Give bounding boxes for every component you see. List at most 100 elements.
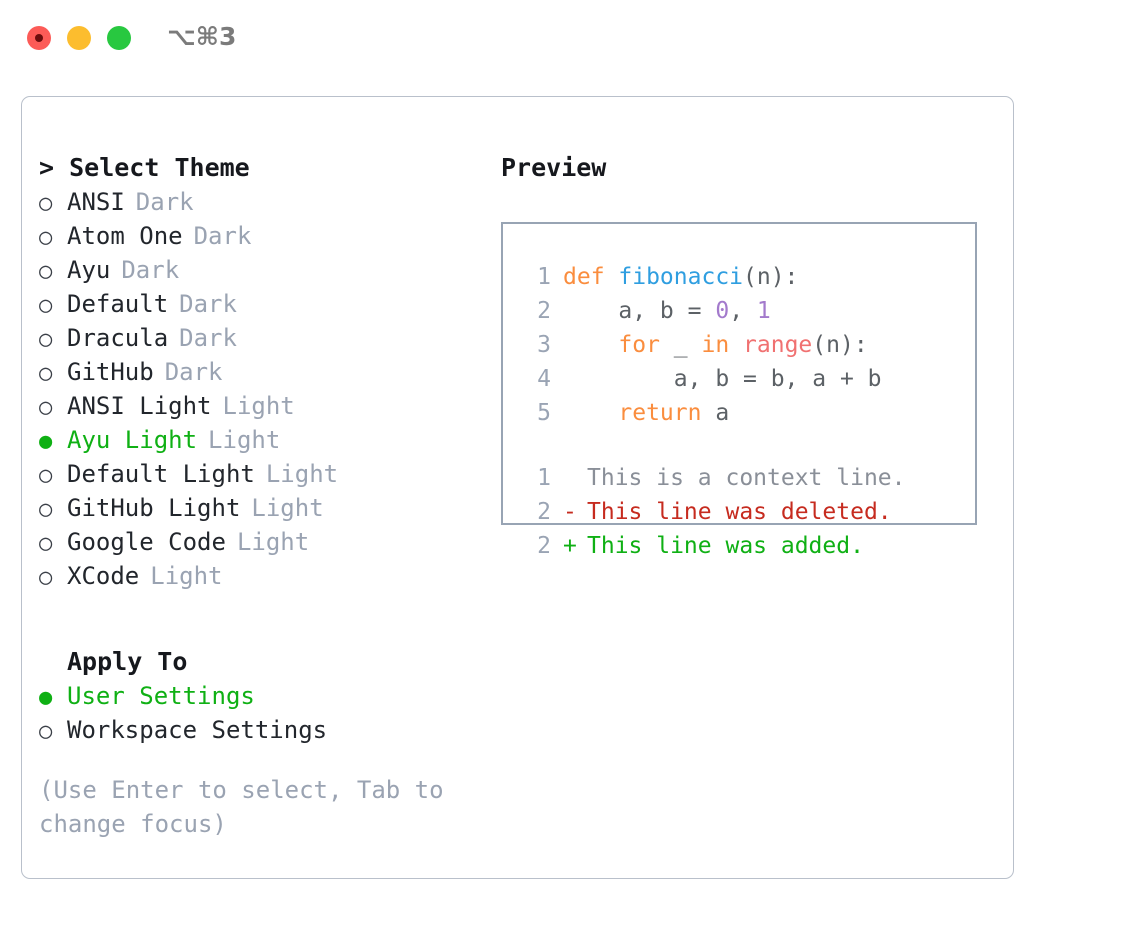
- theme-option-label: Dracula: [67, 324, 169, 352]
- theme-option-google-code[interactable]: ○ Google Code Light: [39, 525, 479, 559]
- theme-variant-tag: Light: [222, 392, 295, 420]
- theme-option-label: Default Light: [67, 460, 255, 488]
- diff-line-text: This is a context line.: [587, 465, 906, 491]
- line-number: 1: [537, 264, 551, 290]
- close-button-icon[interactable]: [27, 26, 51, 50]
- line-number: 2: [537, 499, 551, 525]
- radio-unselected-icon: ○: [39, 531, 53, 556]
- code-token-fn: fibonacci: [618, 264, 744, 290]
- radio-unselected-icon: ○: [39, 719, 53, 744]
- theme-option-default-light[interactable]: ○ Default Light Light: [39, 457, 479, 491]
- code-token-plain: a, b = b, a + b: [563, 366, 882, 392]
- line-number: 5: [537, 400, 551, 426]
- apply-option-label: Workspace Settings: [67, 716, 328, 744]
- section-spacer: [39, 593, 479, 645]
- apply-option-user-settings[interactable]: ●User Settings: [39, 679, 479, 713]
- title-bar: ⌥⌘3: [0, 0, 1140, 78]
- code-token-kw: in: [701, 332, 730, 358]
- select-theme-header: > Select Theme: [39, 153, 250, 182]
- apply-option-workspace-settings[interactable]: ○ Workspace Settings: [39, 713, 479, 747]
- code-token-plain: [563, 332, 618, 358]
- theme-variant-tag: Dark: [135, 188, 194, 216]
- code-line-text: return a: [563, 396, 729, 430]
- line-number: 4: [537, 366, 551, 392]
- line-number: 2: [537, 298, 551, 324]
- theme-variant-tag: Dark: [164, 358, 223, 386]
- theme-option-atom-one[interactable]: ○ Atom One Dark: [39, 219, 479, 253]
- radio-unselected-icon: ○: [39, 565, 53, 590]
- theme-variant-tag: Dark: [193, 222, 252, 250]
- hint-spacer: [39, 747, 479, 773]
- theme-variant-tag: Dark: [179, 324, 237, 352]
- code-token-kw: return: [618, 400, 702, 426]
- code-line: 3 for _ in range(n):: [521, 328, 975, 362]
- code-line: 1 def fibonacci(n):: [521, 260, 975, 294]
- minimize-button-icon[interactable]: [67, 26, 91, 50]
- theme-option-xcode[interactable]: ○ XCode Light: [39, 559, 479, 593]
- diff-line: 1 This is a context line.: [521, 461, 975, 495]
- diff-sample: 1 This is a context line.2-This line was…: [521, 461, 975, 563]
- radio-unselected-icon: ○: [39, 497, 53, 522]
- theme-variant-tag: Light: [150, 562, 223, 590]
- line-number: 3: [537, 332, 551, 358]
- theme-option-ansi-light[interactable]: ○ ANSI Light Light: [39, 389, 479, 423]
- code-token-kw: for: [618, 332, 660, 358]
- code-token-plain: a: [701, 400, 730, 426]
- radio-unselected-icon: ○: [39, 361, 53, 386]
- keyboard-hint-text: (Use Enter to select, Tab to change focu…: [39, 776, 444, 838]
- diff-line-text: This line was deleted.: [587, 499, 892, 525]
- theme-variant-tag: Light: [251, 494, 324, 522]
- theme-option-label: Atom One: [67, 222, 183, 250]
- radio-selected-icon: ●: [39, 685, 53, 710]
- theme-option-label: Google Code: [67, 528, 226, 556]
- radio-unselected-icon: ○: [39, 463, 53, 488]
- code-line-text: a, b = b, a + b: [563, 362, 882, 396]
- radio-unselected-icon: ○: [39, 395, 53, 420]
- theme-variant-tag: Light: [236, 528, 310, 556]
- line-number: 1: [537, 465, 551, 491]
- code-token-plain: _: [659, 332, 702, 358]
- theme-variant-tag: Dark: [121, 256, 180, 284]
- line-number: 2: [537, 533, 551, 559]
- code-token-num: 1: [756, 298, 771, 324]
- code-token-call: range: [743, 332, 813, 358]
- theme-option-label: ANSI Light: [67, 392, 212, 420]
- diff-spacer: [521, 430, 975, 461]
- code-token-kw: def: [563, 264, 619, 290]
- theme-option-label: Ayu: [67, 256, 111, 284]
- apply-to-option-list: ●User Settings ○ Workspace Settings: [39, 679, 479, 747]
- theme-option-label: XCode: [67, 562, 140, 590]
- preview-title: Preview: [501, 153, 607, 182]
- code-token-plain: [729, 332, 743, 358]
- theme-variant-tag: Light: [265, 460, 339, 488]
- theme-option-label: Default: [67, 290, 169, 318]
- theme-option-ansi[interactable]: ○ ANSI Dark: [39, 185, 479, 219]
- code-token-plain: (n):: [743, 264, 799, 290]
- radio-unselected-icon: ○: [39, 225, 53, 250]
- code-token-plain: ,: [729, 298, 757, 324]
- diff-line: 2-This line was deleted.: [521, 495, 975, 529]
- theme-variant-tag: Light: [208, 426, 281, 454]
- radio-unselected-icon: ○: [39, 191, 53, 216]
- theme-option-label: ANSI: [67, 188, 125, 216]
- maximize-button-icon[interactable]: [107, 26, 131, 50]
- code-line-text: a, b = 0, 1: [563, 294, 771, 328]
- theme-option-label: Ayu Light: [67, 426, 198, 454]
- diff-marker: [563, 461, 587, 495]
- diff-marker: +: [563, 533, 577, 559]
- code-line-text: for _ in range(n):: [563, 328, 867, 362]
- theme-variant-tag: Dark: [179, 290, 237, 318]
